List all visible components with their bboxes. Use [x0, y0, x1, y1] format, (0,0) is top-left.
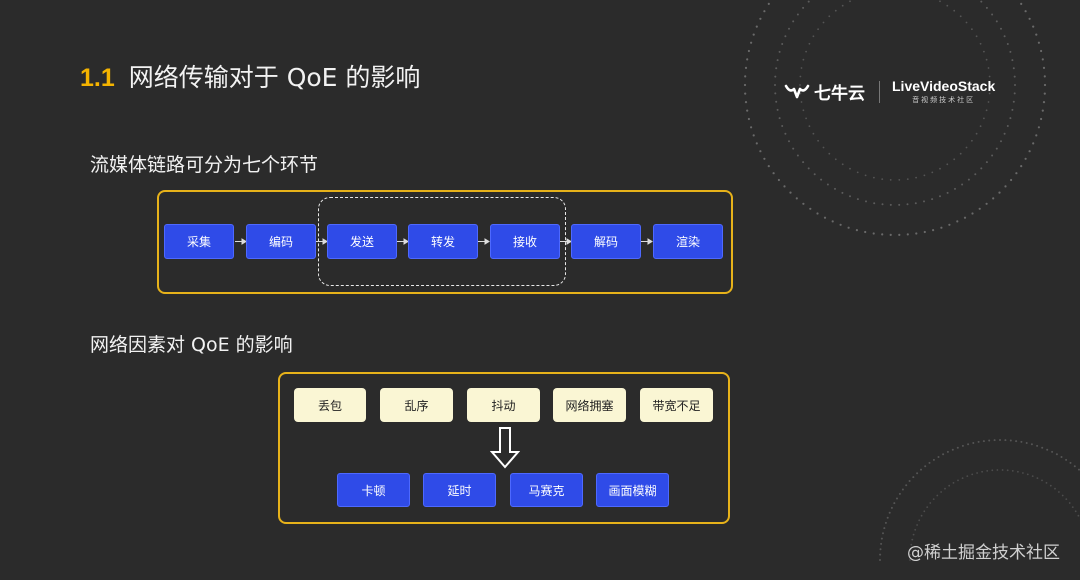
- pipeline-step-render: 渲染: [653, 224, 723, 259]
- effect-blurry: 画面模糊: [596, 473, 669, 507]
- pipeline-heading: 流媒体链路可分为七个环节: [90, 154, 319, 176]
- watermark: @稀土掘金技术社区: [907, 543, 1060, 563]
- pipeline-step-decode: 解码: [571, 224, 641, 259]
- factor-packet-loss: 丢包: [294, 388, 366, 422]
- factor-insufficient-bandwidth: 带宽不足: [640, 388, 713, 422]
- network-frame: [278, 372, 730, 524]
- factor-jitter: 抖动: [467, 388, 540, 422]
- livevideostack-logo-subtitle: 音视频技术社区: [912, 96, 976, 104]
- effect-stutter: 卡顿: [337, 473, 410, 507]
- logo-divider: [879, 80, 880, 103]
- factor-out-of-order: 乱序: [380, 388, 453, 422]
- factor-congestion: 网络拥塞: [553, 388, 626, 422]
- pipeline-step-capture: 采集: [164, 224, 234, 259]
- effect-latency: 延时: [423, 473, 496, 507]
- livevideostack-logo: LiveVideoStack 音视频技术社区: [892, 78, 995, 105]
- title-number: 1.1: [80, 64, 115, 92]
- qiniu-logo-text: 七牛云: [814, 84, 865, 104]
- title-text: 网络传输对于 QoE 的影响: [128, 63, 421, 92]
- livevideostack-logo-text: LiveVideoStack: [892, 78, 996, 94]
- pipeline-step-receive: 接收: [490, 224, 560, 259]
- pipeline-step-send: 发送: [327, 224, 397, 259]
- effect-mosaic: 马赛克: [510, 473, 583, 507]
- down-arrow-icon: [490, 427, 520, 469]
- slide-title: 1.1 网络传输对于 QoE 的影响: [80, 58, 420, 94]
- qiniu-bull-icon: [784, 84, 810, 98]
- logo-area: 七牛云 LiveVideoStack 音视频技术社区: [784, 78, 995, 105]
- pipeline-step-forward: 转发: [408, 224, 478, 259]
- qiniu-logo: 七牛云: [784, 79, 865, 104]
- network-heading: 网络因素对 QoE 的影响: [90, 334, 293, 356]
- pipeline-step-encode: 编码: [246, 224, 316, 259]
- pipeline-frame: [157, 190, 733, 294]
